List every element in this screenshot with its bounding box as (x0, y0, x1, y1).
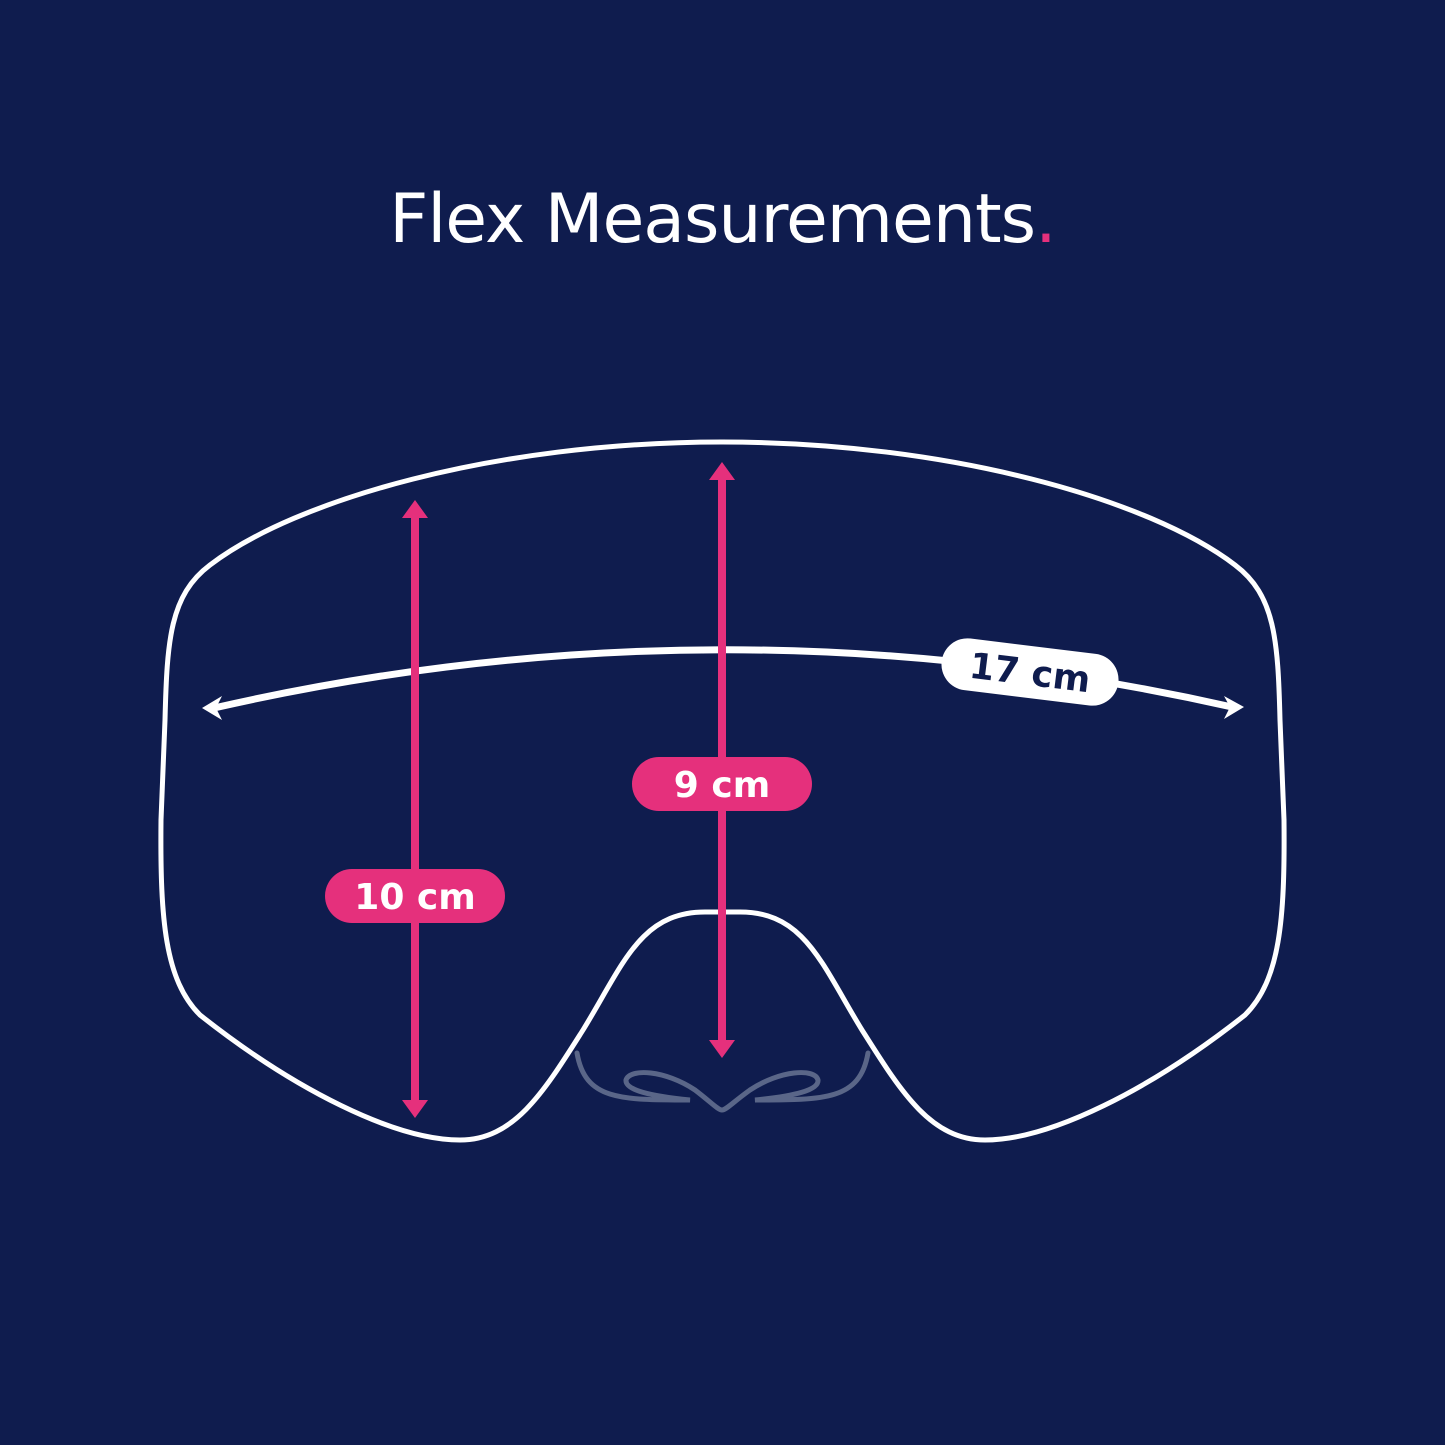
center-height-label: 9 cm (632, 757, 812, 811)
page-title: Flex Measurements. (0, 180, 1445, 259)
title-accent-dot: . (1035, 180, 1057, 259)
center-height-value: 9 cm (674, 765, 770, 806)
side-height-value: 10 cm (354, 877, 475, 918)
nose-outline (574, 1050, 871, 1113)
side-height-arrow (402, 500, 428, 1118)
width-label: 17 cm (941, 638, 1119, 706)
side-height-label: 10 cm (325, 869, 505, 923)
title-text: Flex Measurements (389, 180, 1036, 259)
